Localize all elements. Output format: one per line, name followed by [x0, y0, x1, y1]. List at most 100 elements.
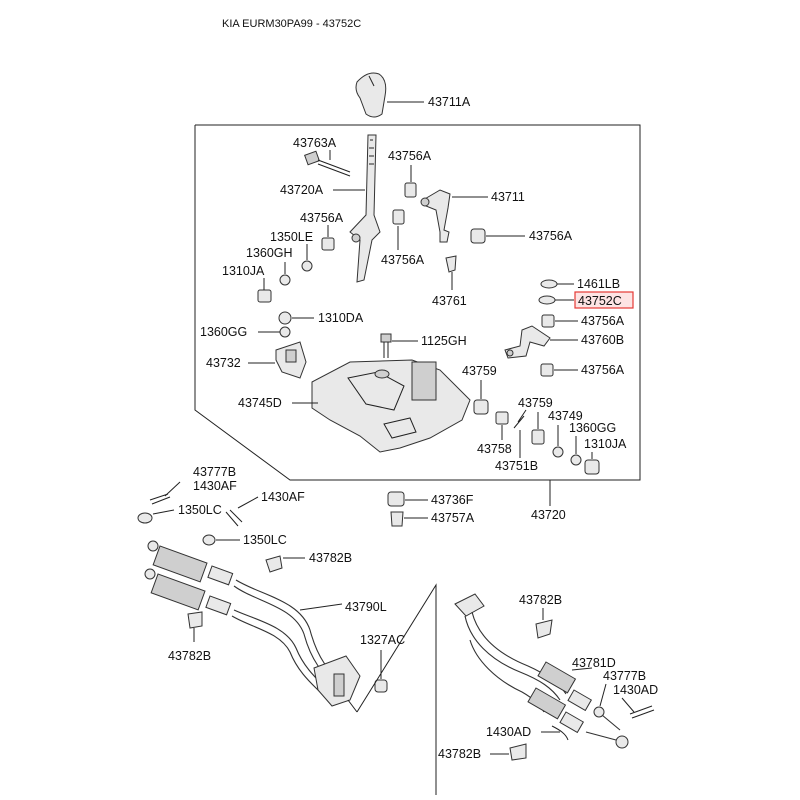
pin-1430AF-1[interactable]: [149, 493, 171, 505]
leader-43790L: [299, 603, 343, 611]
label-1327AC[interactable]: 1327AC: [360, 633, 405, 647]
washer-1350LC-2[interactable]: [202, 534, 216, 546]
nut-1310JA-2[interactable]: [584, 459, 600, 475]
spring-43751B[interactable]: [513, 409, 527, 429]
shift-lever-part[interactable]: [349, 134, 381, 283]
label-1350LE[interactable]: 1350LE: [270, 230, 313, 244]
label-43782B-5[interactable]: 43782B: [438, 747, 481, 761]
washer-43777B-2[interactable]: [593, 706, 605, 718]
label-43756A-2[interactable]: 43756A: [529, 229, 573, 243]
label-1360GG-2[interactable]: 1360GG: [569, 421, 616, 435]
pin-1430AF-2[interactable]: [225, 509, 243, 527]
shift-cable-assembly[interactable]: [144, 540, 361, 707]
base-plate-43745D-part[interactable]: [311, 359, 471, 453]
label-43756A-5[interactable]: 43756A: [581, 314, 625, 328]
label-1310DA[interactable]: 1310DA: [318, 311, 364, 325]
bushing-43756A-small[interactable]: [541, 314, 555, 328]
label-43777B-1[interactable]: 43777B: [193, 465, 236, 479]
label-43749[interactable]: 43749: [548, 409, 583, 423]
spacer-43758[interactable]: [495, 411, 509, 425]
label-43711A[interactable]: 43711A: [428, 95, 471, 109]
washer-1350LC-1[interactable]: [137, 512, 153, 524]
pin-1430AD-1[interactable]: [629, 705, 655, 719]
label-43752C[interactable]: 43752C: [578, 294, 622, 308]
label-43756A-1[interactable]: 43756A: [388, 149, 432, 163]
bushing-43756A-mid[interactable]: [392, 209, 405, 225]
clip-43761[interactable]: [445, 255, 457, 273]
bushing-43756A-right[interactable]: [470, 228, 486, 244]
frame-tick: [347, 699, 358, 713]
nut-1310DA[interactable]: [278, 311, 292, 325]
clip-43782B-3[interactable]: [535, 619, 553, 639]
clip-43782B-2[interactable]: [187, 611, 203, 629]
bushing-43759-1[interactable]: [473, 399, 489, 415]
washer-43752C[interactable]: [538, 295, 556, 305]
label-1350LC-1[interactable]: 1350LC: [178, 503, 222, 517]
label-43761[interactable]: 43761: [432, 294, 467, 308]
assembly-frame: [194, 124, 641, 481]
label-43760B[interactable]: 43760B: [581, 333, 624, 347]
transmission-cable-ends[interactable]: [454, 593, 629, 749]
bolt-1125GH-part[interactable]: [380, 333, 392, 358]
label-1125GH[interactable]: 1125GH: [421, 334, 467, 348]
label-1430AD-1[interactable]: 1430AD: [613, 683, 658, 697]
label-43736F[interactable]: 43736F: [431, 493, 474, 507]
clip-43782B-5[interactable]: [509, 743, 527, 761]
label-1350LC-2[interactable]: 1350LC: [243, 533, 287, 547]
label-43759-2[interactable]: 43759: [518, 396, 553, 410]
label-43756A-4[interactable]: 43756A: [381, 253, 425, 267]
label-43782B-3[interactable]: 43782B: [519, 593, 562, 607]
nut-1310JA-top[interactable]: [257, 289, 272, 303]
label-43777B-2[interactable]: 43777B: [603, 669, 646, 683]
label-43751B[interactable]: 43751B: [495, 459, 538, 473]
label-1360GH[interactable]: 1360GH: [246, 246, 293, 260]
lever-43760B-part[interactable]: [504, 325, 551, 359]
bushing-43756A-lower[interactable]: [540, 363, 554, 377]
washer-1360GG[interactable]: [279, 326, 291, 338]
transmission-side-frame: [356, 583, 437, 795]
label-1360GG-1[interactable]: 1360GG: [200, 325, 247, 339]
label-43790L[interactable]: 43790L: [345, 600, 387, 614]
select-lever-43711-part[interactable]: [420, 189, 451, 243]
label-43763A[interactable]: 43763A: [293, 136, 337, 150]
washer-1360GH[interactable]: [279, 274, 291, 286]
label-43732[interactable]: 43732: [206, 356, 241, 370]
label-43756A-6[interactable]: 43756A: [581, 363, 625, 377]
label-1430AF-2[interactable]: 1430AF: [261, 490, 305, 504]
label-1310JA-2[interactable]: 1310JA: [584, 437, 627, 451]
washer-1360GG-2[interactable]: [570, 454, 582, 466]
leader-43781D: [571, 667, 593, 671]
collar-43749[interactable]: [552, 446, 564, 458]
pin-1461LB[interactable]: [540, 279, 558, 289]
mount-43736F[interactable]: [387, 491, 405, 507]
clip-1327AC[interactable]: [374, 679, 388, 693]
shift-knob-part[interactable]: [355, 72, 387, 118]
label-43711[interactable]: 43711: [491, 190, 525, 204]
label-43782B-1[interactable]: 43782B: [309, 551, 352, 565]
label-1430AD-2[interactable]: 1430AD: [486, 725, 531, 739]
bushing-43756A-left[interactable]: [321, 237, 335, 251]
label-43720[interactable]: 43720: [531, 508, 566, 522]
label-43745D[interactable]: 43745D: [238, 396, 282, 410]
washer-1350LE[interactable]: [301, 260, 313, 272]
label-43782B-2[interactable]: 43782B: [168, 649, 211, 663]
clip-43782B-1[interactable]: [265, 555, 283, 573]
bushing-43759-2[interactable]: [531, 429, 545, 445]
label-43720A[interactable]: 43720A: [280, 183, 324, 197]
label-43756A-3[interactable]: 43756A: [300, 211, 344, 225]
label-43781D[interactable]: 43781D: [572, 656, 616, 670]
label-1310JA-1[interactable]: 1310JA: [222, 264, 265, 278]
leader-43777B-2: [599, 683, 607, 707]
grommet-43757A[interactable]: [390, 511, 404, 527]
label-1461LB[interactable]: 1461LB: [577, 277, 620, 291]
label-43758[interactable]: 43758: [477, 442, 512, 456]
bolt-43763A-part[interactable]: [304, 150, 351, 177]
leader-1430AF-2: [237, 496, 259, 509]
bracket-43732-part[interactable]: [275, 341, 307, 379]
label-43759-1[interactable]: 43759: [462, 364, 497, 378]
pin-1430AD-2[interactable]: [551, 725, 569, 741]
bushing-43756A-top[interactable]: [404, 182, 417, 198]
label-1430AF-1[interactable]: 1430AF: [193, 479, 237, 493]
label-43757A[interactable]: 43757A: [431, 511, 475, 525]
